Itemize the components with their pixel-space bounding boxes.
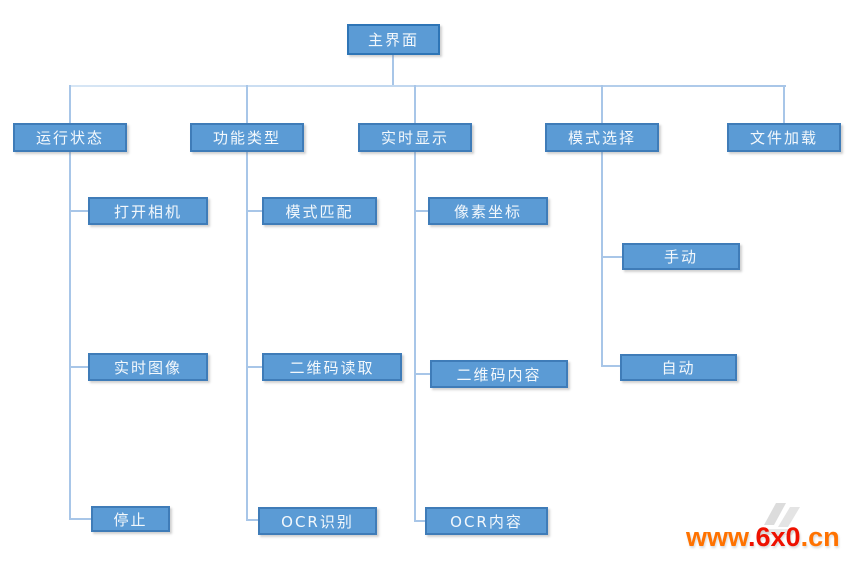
connector-drop-branch-4: [783, 85, 785, 123]
node-qr-reading: 二维码读取: [262, 353, 402, 381]
node-ocr-content: OCR内容: [425, 507, 548, 535]
connector-stub-0-0: [69, 210, 88, 212]
node-running-status: 运行状态: [13, 123, 127, 152]
connector-drop-branch-1: [246, 85, 248, 123]
node-main-interface: 主界面: [347, 24, 440, 55]
node-auto: 自动: [620, 354, 737, 381]
node-ocr-recognition: OCR识别: [258, 507, 377, 535]
connector-trunk-branch-0: [69, 151, 71, 520]
connector-stub-3-0: [601, 256, 622, 258]
node-file-loading: 文件加载: [727, 123, 841, 152]
connector-drop-branch-0: [69, 85, 71, 123]
connector-stub-1-2: [246, 519, 258, 521]
node-function-type: 功能类型: [190, 123, 304, 152]
node-pixel-coordinates: 像素坐标: [428, 197, 548, 225]
watermark-url: www.6x0.cn: [686, 522, 862, 553]
node-qr-content: 二维码内容: [430, 360, 568, 388]
node-open-camera: 打开相机: [88, 197, 208, 225]
connector-trunk-branch-3: [601, 151, 603, 367]
watermark-logo-icon: [758, 503, 800, 535]
node-live-image: 实时图像: [88, 353, 208, 381]
connector-stub-1-0: [246, 210, 262, 212]
connector-stub-0-2: [69, 518, 91, 520]
connector-root-drop: [392, 55, 394, 86]
connector-drop-branch-2: [414, 85, 416, 123]
watermark-cn: .cn: [800, 522, 840, 552]
node-manual: 手动: [622, 243, 740, 270]
connector-trunk-branch-1: [246, 151, 248, 521]
connector-trunk-branch-2: [414, 151, 416, 522]
connector-stub-2-1: [414, 373, 430, 375]
connector-stub-2-2: [414, 520, 425, 522]
node-pattern-matching: 模式匹配: [262, 197, 377, 225]
connector-distributor: [69, 85, 786, 87]
connector-stub-2-0: [414, 210, 428, 212]
connector-stub-3-1: [601, 365, 620, 367]
watermark-www: www: [686, 522, 749, 552]
node-mode-selection: 模式选择: [545, 123, 659, 152]
node-realtime-display: 实时显示: [358, 123, 472, 152]
node-stop: 停止: [91, 506, 170, 532]
watermark-6x0: .6x0: [748, 522, 801, 552]
connector-drop-branch-3: [601, 85, 603, 123]
connector-stub-1-1: [246, 366, 262, 368]
connector-stub-0-1: [69, 366, 88, 368]
